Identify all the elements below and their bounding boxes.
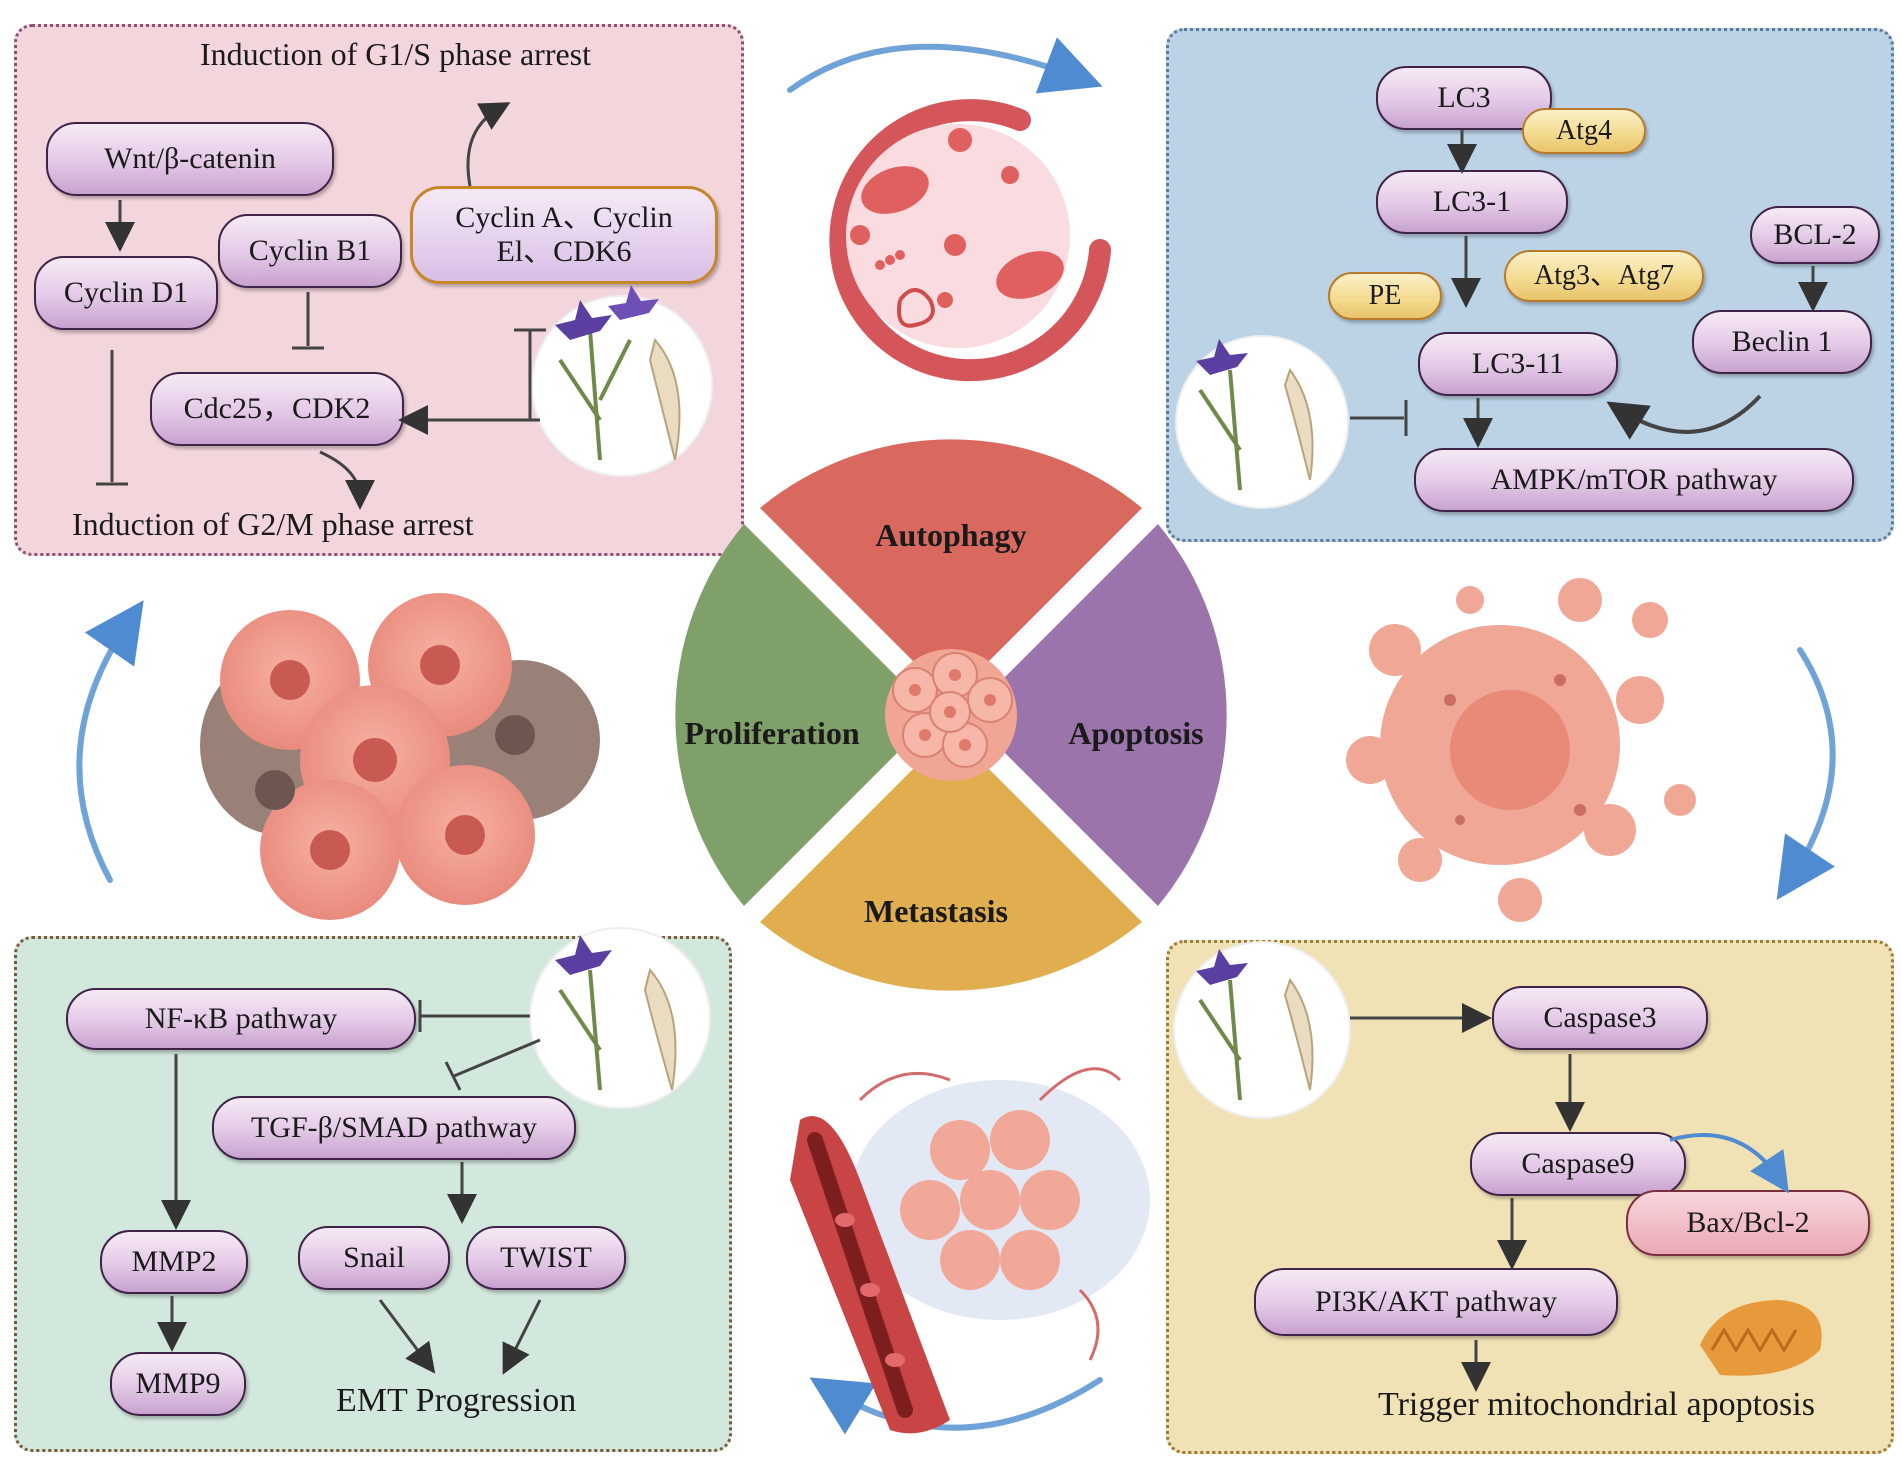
cyclin-b1-node: Cyclin B1 — [218, 214, 402, 288]
herb-icon-metastasis — [529, 927, 711, 1109]
cycle-arrow-right — [1776, 647, 1836, 900]
pi3k-akt-node: PI3K/AKT pathway — [1254, 1268, 1618, 1336]
apoptotic-cell-icon — [1346, 578, 1696, 922]
apoptosis-arrows — [1350, 1003, 1789, 1392]
twist-node: TWIST — [466, 1226, 626, 1290]
bcl2-node: BCL-2 — [1750, 206, 1880, 264]
cdc25-cdk2-node: Cdc25，CDK2 — [150, 372, 404, 446]
cycle-arrow-top — [787, 37, 1103, 94]
cycle-arrow-bottom — [809, 1377, 1103, 1435]
metastasis-label: Metastasis — [864, 893, 1008, 929]
atg4-node: Atg4 — [1522, 108, 1646, 154]
metastasis-vessel-icon — [790, 1067, 1150, 1434]
center-wheel: Autophagy Apoptosis Metastasis Prolifera… — [675, 439, 1227, 991]
herb-icon-apoptosis — [1173, 941, 1351, 1119]
metastasis-arrows — [157, 1000, 542, 1375]
autophagy-label: Autophagy — [875, 517, 1026, 553]
mitochondrion-icon — [1700, 1300, 1822, 1376]
bax-bcl2-node: Bax/Bcl-2 — [1626, 1190, 1870, 1256]
nf-kb-node: NF-κB pathway — [66, 988, 416, 1050]
mmp2-node: MMP2 — [100, 1230, 248, 1294]
cyclin-d1-node: Cyclin D1 — [34, 256, 218, 330]
wnt-beta-catenin-node: Wnt/β-catenin — [46, 122, 334, 196]
apoptosis-label: Apoptosis — [1068, 715, 1203, 751]
center-tumor-icon — [885, 649, 1017, 781]
cycle-arrow-left — [76, 600, 144, 883]
proliferation-sector — [675, 524, 900, 906]
cyclin-a-line1: Cyclin A、Cyclin — [455, 200, 673, 234]
g1s-arrest-title: Induction of G1/S phase arrest — [200, 36, 592, 72]
g2m-arrest-title: Induction of G2/M phase arrest — [72, 506, 474, 542]
emt-progression-label: EMT Progression — [336, 1382, 577, 1419]
ampk-mtor-node: AMPK/mTOR pathway — [1414, 448, 1854, 512]
atg3-atg7-node: Atg3、Atg7 — [1504, 250, 1704, 302]
herb-icon-proliferation — [531, 285, 713, 477]
pe-node: PE — [1328, 272, 1442, 320]
beclin-1-node: Beclin 1 — [1692, 310, 1872, 374]
caspase9-node: Caspase9 — [1470, 1132, 1686, 1196]
trigger-mito-apoptosis-label: Trigger mitochondrial apoptosis — [1378, 1386, 1815, 1423]
lc3-11-node: LC3-11 — [1418, 332, 1618, 396]
tgf-beta-smad-node: TGF-β/SMAD pathway — [212, 1096, 576, 1160]
metastasis-sector — [760, 766, 1142, 991]
proliferating-cells-icon — [200, 593, 600, 920]
autophagosome-icon — [829, 99, 1111, 382]
herb-icon-autophagy — [1175, 335, 1349, 509]
snail-node: Snail — [298, 1226, 450, 1290]
autophagy-sector — [760, 439, 1142, 664]
cyclin-a-cdk6-node: Cyclin A、Cyclin El、CDK6 — [410, 186, 718, 284]
caspase3-node: Caspase3 — [1492, 986, 1708, 1050]
lc3-node: LC3 — [1376, 66, 1552, 130]
cyclin-a-line2: El、CDK6 — [496, 235, 632, 268]
cycle-arrows — [76, 37, 1836, 1435]
mmp9-node: MMP9 — [110, 1352, 246, 1416]
proliferation-arrows — [96, 102, 546, 510]
proliferation-label: Proliferation — [684, 715, 860, 751]
apoptosis-sector — [1002, 524, 1227, 906]
autophagy-arrows — [1350, 130, 1828, 448]
